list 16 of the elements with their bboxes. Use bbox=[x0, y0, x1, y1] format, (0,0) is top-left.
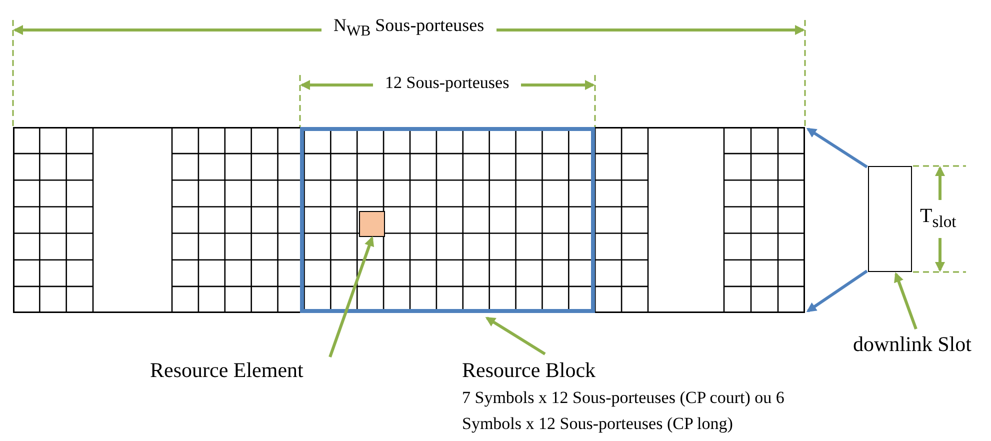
arrow bbox=[894, 272, 918, 330]
caption-label: Resource Block bbox=[462, 357, 597, 384]
arrow bbox=[485, 316, 546, 356]
resource-element-cell bbox=[359, 211, 385, 237]
caption-label: Resource Element bbox=[150, 357, 304, 384]
dimension-label: N$_{WB}$ Sous-porteuses bbox=[334, 14, 484, 42]
description-text: 7 Symbols x 12 Sous-porteuses (CP court) ou 6 Symbols x 12 Sous-porteuses (CP long) bbox=[462, 387, 786, 436]
resource-block-frame bbox=[300, 127, 595, 313]
dimension-label: 12 Sous-porteuses bbox=[385, 72, 510, 94]
resource-grid-drawing bbox=[13, 127, 805, 313]
slot-rectangle bbox=[868, 166, 912, 272]
caption-label: downlink Slot bbox=[853, 331, 972, 358]
arrow bbox=[328, 236, 374, 358]
dimension-label: T$_{slot}$ bbox=[920, 204, 956, 233]
arrow bbox=[806, 270, 868, 312]
arrow bbox=[806, 128, 868, 168]
